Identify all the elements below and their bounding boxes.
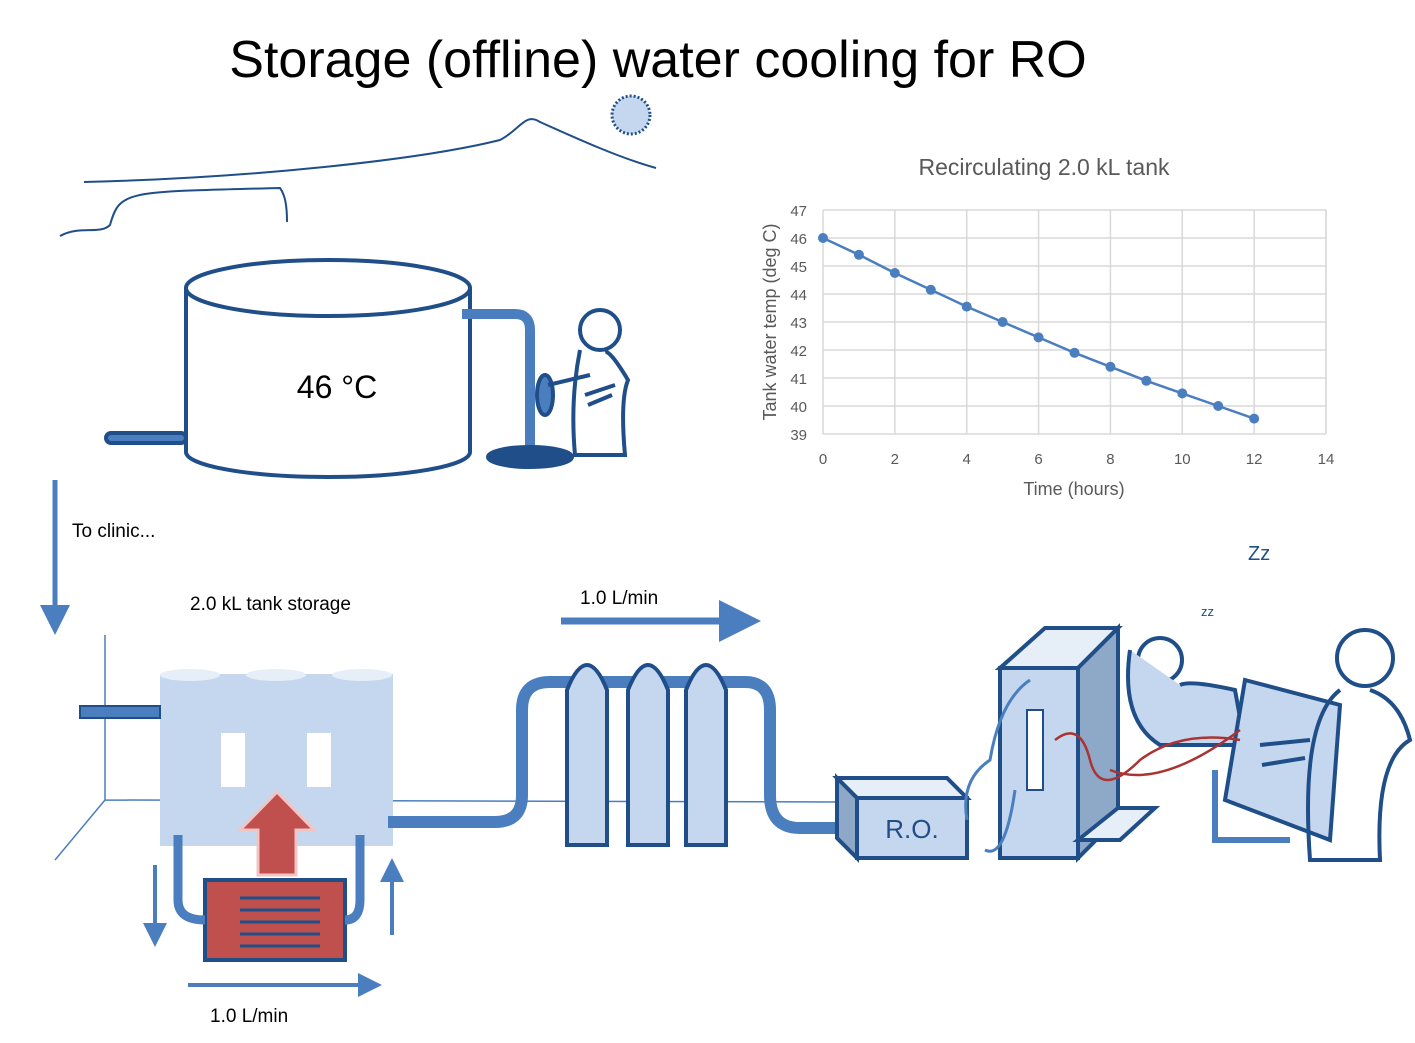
data-point (961, 301, 972, 312)
y-tick-label: 47 (790, 203, 807, 220)
data-point (1213, 401, 1224, 411)
y-tick-label: 44 (790, 287, 807, 304)
chart-x-label: Time (hours) (1023, 479, 1124, 499)
x-tick-label: 8 (1106, 451, 1114, 468)
storage-tank-bottom (79, 669, 393, 846)
filter-cartridges (565, 663, 728, 847)
tank-storage-label: 2.0 kL tank storage (190, 594, 351, 615)
x-tick-label: 4 (963, 451, 971, 468)
blood-lines (1054, 728, 1241, 782)
data-point (1033, 332, 1044, 343)
data-point (889, 268, 900, 278)
data-point (853, 249, 864, 260)
storage-tank-top (104, 258, 574, 479)
x-tick-label: 0 (819, 451, 827, 468)
page-title: Storage (offline) water cooling for RO (229, 31, 1086, 89)
to-clinic-label: To clinic... (72, 521, 155, 542)
chart-title: Recirculating 2.0 kL tank (918, 154, 1170, 180)
y-tick-label: 39 (790, 427, 807, 444)
x-tick-label: 14 (1318, 451, 1335, 468)
chart-y-label: Tank water temp (deg C) (760, 223, 780, 420)
sleep-big-label: Zz (1248, 543, 1270, 565)
landscape (59, 118, 657, 237)
pipe-run (388, 676, 838, 834)
temperature-chart: Recirculating 2.0 kL tank 39404142434445… (760, 154, 1334, 499)
ro-unit (832, 773, 972, 863)
data-point (1177, 388, 1188, 399)
tubing (964, 678, 1031, 853)
tank-temperature: 46 °C (297, 369, 377, 405)
x-tick-label: 6 (1034, 451, 1042, 468)
y-tick-label: 46 (790, 231, 807, 248)
x-tick-label: 10 (1174, 451, 1191, 468)
dialysis-machine (994, 623, 1161, 863)
data-point (1249, 413, 1260, 424)
data-point (997, 317, 1008, 327)
y-tick-label: 42 (790, 343, 807, 360)
data-point (925, 284, 936, 295)
y-tick-label: 40 (790, 399, 807, 416)
x-tick-label: 2 (891, 451, 899, 468)
flow-top-label: 1.0 L/min (580, 588, 658, 609)
y-tick-label: 41 (790, 371, 807, 388)
y-tick-label: 43 (790, 315, 807, 332)
person-icon (547, 308, 631, 457)
y-tick-label: 45 (790, 259, 807, 276)
x-tick-label: 12 (1246, 451, 1263, 468)
ro-label: R.O. (885, 814, 938, 844)
data-point (1141, 375, 1152, 386)
flow-bottom-label: 1.0 L/min (210, 1006, 288, 1027)
patient-and-nurse-icon (1126, 628, 1413, 862)
sleep-small-label: zz (1201, 604, 1214, 619)
data-point (818, 233, 828, 243)
heat-exchanger (173, 789, 365, 962)
sun-icon (610, 94, 652, 136)
data-point (1105, 361, 1116, 372)
data-point (1069, 347, 1080, 358)
